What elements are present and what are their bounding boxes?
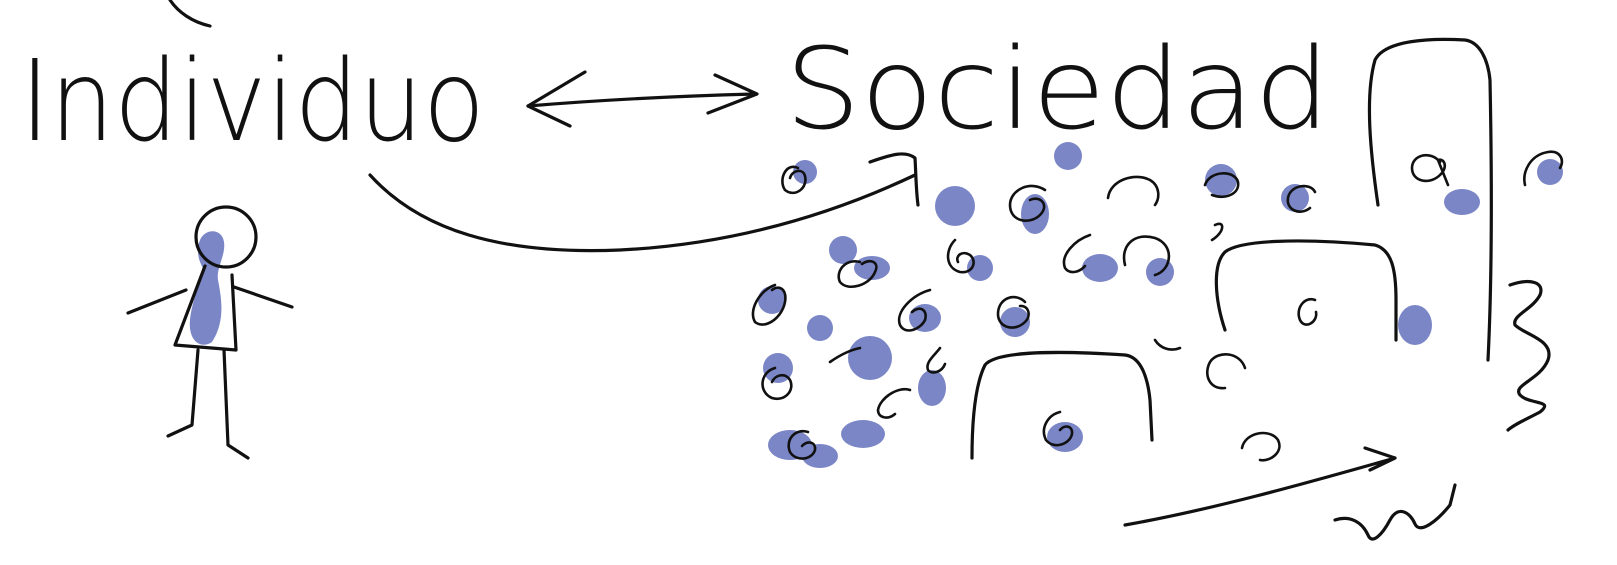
curved-arrow <box>368 152 920 253</box>
figure-highlight <box>189 231 225 345</box>
crowd-arches <box>970 37 1493 460</box>
crowd-heads <box>751 150 1564 462</box>
label-individuo: Individuo <box>20 37 485 167</box>
stick-figure-icon <box>126 205 294 460</box>
label-sociedad: Sociedad <box>785 25 1330 155</box>
double-headed-arrow-icon <box>526 70 759 128</box>
top-edge-stroke <box>168 0 212 28</box>
crowd-scribbles <box>1123 280 1551 541</box>
crowd-icon <box>751 37 1564 541</box>
